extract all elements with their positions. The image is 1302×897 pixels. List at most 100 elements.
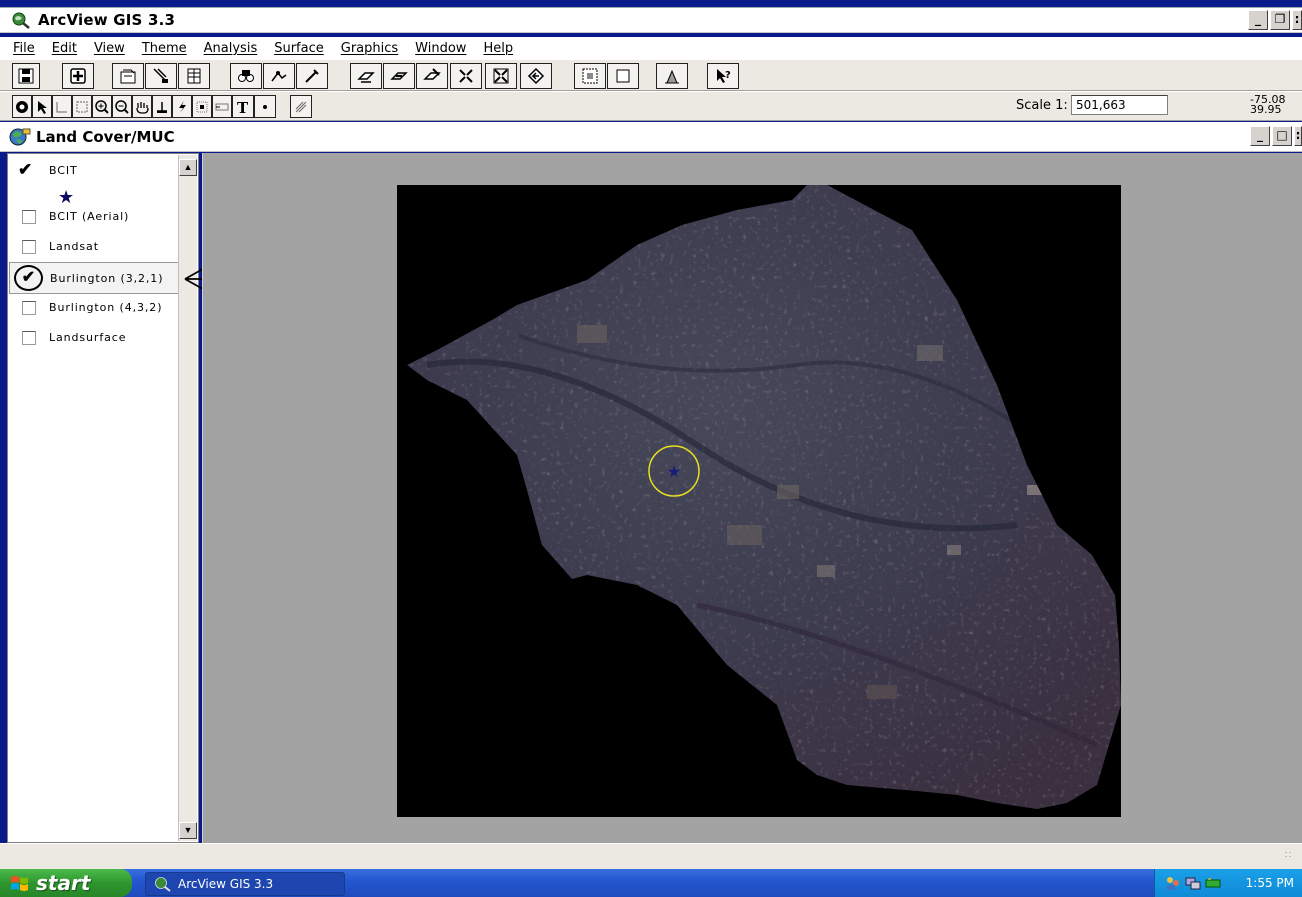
zoom-in-tool-icon[interactable] [92,95,112,118]
theme-label: BCIT (Aerial) [49,210,130,223]
svg-text:T: T [237,99,249,115]
menu-analysis[interactable]: Analysis [203,40,258,56]
view-minimize-button[interactable]: _ [1250,126,1270,146]
zoom-active-themes-button[interactable] [383,63,415,89]
menu-theme[interactable]: Theme [141,40,187,56]
taskbar: start ArcView GIS 3.3 1:55 PM [0,869,1302,897]
arcview-globe-icon [10,10,32,30]
identify-tool-icon[interactable] [12,95,32,118]
menu-bar: File Edit View Theme Analysis Surface Gr… [0,37,1302,59]
system-tray: 1:55 PM [1154,869,1302,897]
window-controls: _ ❐ : [1248,10,1302,30]
help-button[interactable]: ? [707,63,739,89]
arcview-task-icon [155,877,171,892]
menu-surface[interactable]: Surface [274,40,324,56]
menu-view[interactable]: View [93,40,125,56]
menu-help[interactable]: Help [483,40,514,56]
edit-legend-button[interactable] [145,63,177,89]
svg-text:?: ? [725,70,731,81]
restore-button[interactable]: ❐ [1270,10,1290,30]
start-label: start [36,871,91,895]
task-label: ArcView GIS 3.3 [178,877,274,891]
theme-item-burlington-321[interactable]: ✔ Burlington (3,2,1) [9,262,179,294]
add-theme-button[interactable] [62,63,94,89]
hardware-device-icon[interactable] [1205,875,1221,891]
view-title: Land Cover/MUC [36,127,175,146]
map-display[interactable]: ★ [202,153,1302,843]
pointer-tool-icon[interactable] [32,95,52,118]
taskbar-item-arcview[interactable]: ArcView GIS 3.3 [145,872,345,896]
text-tool-icon[interactable]: T [232,95,254,118]
clock[interactable]: 1:55 PM [1245,876,1294,890]
pan-tool-icon[interactable] [132,95,152,118]
snap-tool-icon[interactable] [290,95,312,118]
circled-checkmark-icon[interactable]: ✔ [14,265,43,291]
minimize-button[interactable]: _ [1248,10,1268,30]
zoom-out-fixed-button[interactable] [485,63,517,89]
scale-label: Scale 1: [1016,98,1068,113]
query-builder-button[interactable] [296,63,328,89]
scroll-up-button[interactable]: ▲ [179,159,197,176]
locate-address-button[interactable] [263,63,295,89]
table-of-contents: ✔ BCIT ★ BCIT (Aerial) Landsat ✔ Burling… [7,153,199,843]
menu-graphics[interactable]: Graphics [340,40,399,56]
burlington-raster: ★ [397,185,1121,817]
vertex-edit-tool-icon[interactable] [52,95,72,118]
theme-properties-button[interactable] [112,63,144,89]
theme-item-burlington-432[interactable]: Burlington (4,3,2) [8,294,178,322]
select-feature-tool-icon[interactable] [72,95,92,118]
draw-point-tool-icon[interactable] [254,95,276,118]
measure-tool-icon[interactable] [152,95,172,118]
menu-file[interactable]: File [13,40,35,56]
view-close-button[interactable]: : [1294,126,1302,146]
view-title-bar: Land Cover/MUC _ □ : [0,122,1302,152]
zoom-in-fixed-button[interactable] [450,63,482,89]
network-users-icon[interactable] [1165,875,1181,891]
coordinate-x: -75.08 [1250,93,1286,106]
theme-checkbox[interactable] [22,301,36,315]
network-connection-icon[interactable] [1185,875,1201,891]
theme-label: Landsurface [49,331,127,344]
zoom-selected-button[interactable] [416,63,448,89]
menu-edit[interactable]: Edit [51,40,77,56]
area-of-interest-tool-icon[interactable] [192,95,212,118]
theme-label: Burlington (4,3,2) [49,301,163,314]
zoom-previous-button[interactable] [520,63,552,89]
star-symbol-icon: ★ [58,187,75,207]
theme-checkbox[interactable] [22,331,36,345]
theme-label: BCIT [49,164,78,177]
theme-checkbox[interactable] [22,240,36,254]
zoom-out-tool-icon[interactable] [112,95,132,118]
resize-grip-icon[interactable]: ∷ [1285,850,1292,861]
checkmark-icon[interactable]: ✔ [18,160,33,179]
theme-item-landsurface[interactable]: Landsurface [8,324,178,352]
zoom-full-extent-button[interactable] [350,63,382,89]
coordinate-readout: -75.08 39.95 [1250,93,1286,115]
label-tool-icon[interactable] [212,95,232,118]
save-project-button[interactable] [12,63,40,89]
hotlink-tool-icon[interactable] [172,95,192,118]
bcit-star-icon: ★ [667,462,681,481]
theme-item-landsat[interactable]: Landsat [8,233,178,261]
find-button[interactable] [230,63,262,89]
status-bar: ∷ [0,843,1302,869]
theme-item-bcit[interactable]: ✔ BCIT ★ [8,158,178,207]
select-features-button[interactable] [574,63,606,89]
chart-button[interactable] [656,63,688,89]
toc-scrollbar[interactable]: ▲ ▼ [178,155,197,841]
app-title-bar: ArcView GIS 3.3 _ ❐ : [0,7,1302,33]
menu-window[interactable]: Window [415,40,467,56]
highlight-circle [648,445,700,497]
open-theme-table-button[interactable] [178,63,210,89]
scale-input[interactable]: 501,663 [1071,95,1168,115]
satellite-image[interactable]: ★ [397,185,1121,817]
view-maximize-button[interactable]: □ [1272,126,1292,146]
app-title: ArcView GIS 3.3 [38,11,176,29]
view-globe-icon [8,125,34,149]
scroll-down-button[interactable]: ▼ [179,822,197,839]
close-button[interactable]: : [1292,10,1302,30]
theme-checkbox[interactable] [22,210,36,224]
theme-item-bcit-aerial[interactable]: BCIT (Aerial) [8,203,178,231]
start-button[interactable]: start [0,869,132,897]
clear-selection-button[interactable] [607,63,639,89]
